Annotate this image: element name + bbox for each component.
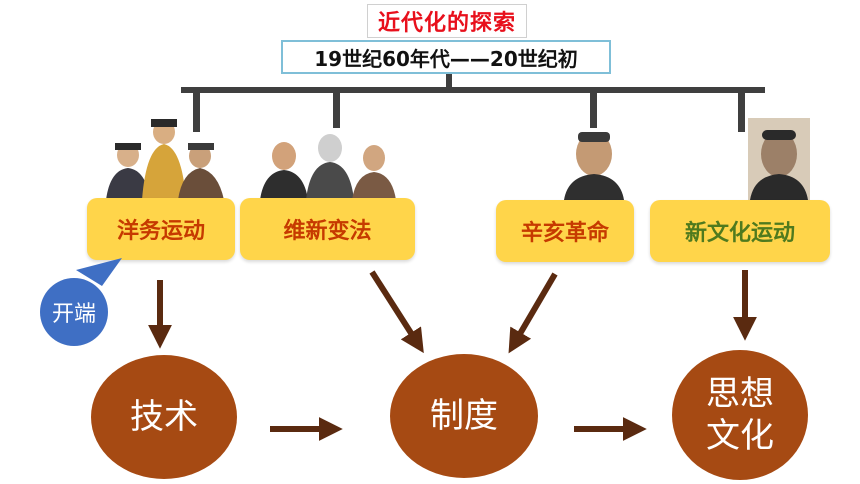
- callout-bubble: [40, 258, 122, 346]
- movement-box-xinhai: 辛亥革命: [496, 200, 634, 262]
- level-technology: 技术: [91, 355, 237, 479]
- level-institution-label: 制度: [430, 395, 498, 436]
- portrait-xinhai: [564, 132, 624, 200]
- connector-drop-1: [193, 90, 200, 132]
- level-technology-label: 技术: [130, 396, 198, 437]
- diagram-title: 近代化的探索: [367, 4, 527, 38]
- connector-stem: [446, 74, 452, 90]
- movement-box-yangwu: 洋务运动: [87, 198, 235, 260]
- arrow-xinhai-to-institution: [508, 272, 558, 354]
- arrow-weixin-to-institution: [369, 270, 424, 354]
- period-label: 19世纪60年代——20世纪初: [281, 40, 611, 74]
- movement-box-xinwenhua: 新文化运动: [650, 200, 830, 262]
- connector-drop-4: [738, 90, 745, 132]
- level-thought-label: 思想: [706, 373, 774, 414]
- portraits-yangwu: [106, 119, 224, 200]
- connector-drop-2: [333, 90, 340, 128]
- connector-drop-3: [590, 90, 597, 128]
- level-institution: 制度: [390, 354, 538, 478]
- level-thought-culture: 思想 文化: [672, 350, 808, 480]
- connector-horizontal-bar: [181, 87, 765, 93]
- portrait-xinwenhua: [748, 118, 810, 200]
- portraits-weixin: [260, 134, 396, 200]
- movement-box-weixin: 维新变法: [240, 198, 415, 260]
- level-culture-label: 文化: [706, 416, 774, 456]
- callout-text: 开端: [51, 302, 96, 327]
